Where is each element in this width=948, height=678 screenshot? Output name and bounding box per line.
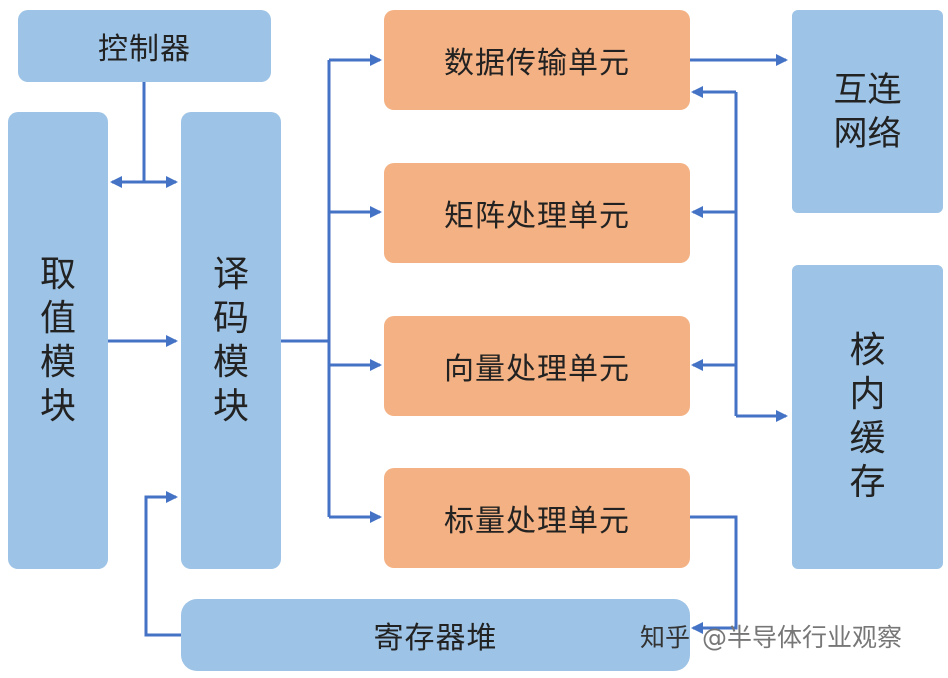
data-transfer-unit-label: 数据传输单元 <box>444 46 630 81</box>
vector-unit-label: 向量处理单元 <box>444 352 630 387</box>
core-cache-label: 核内缓存 <box>849 330 886 503</box>
vector-unit-block: 向量处理单元 <box>384 316 690 416</box>
decode-module-label: 译码模块 <box>212 253 249 427</box>
watermark-author: @半导体行业观察 <box>702 623 903 652</box>
controller-label: 控制器 <box>98 32 191 67</box>
fetch-module-label: 取值模块 <box>39 253 76 427</box>
regfile-to-decode-arrow <box>144 491 182 637</box>
controller-block: 控制器 <box>18 10 271 82</box>
matrix-unit-label: 矩阵处理单元 <box>444 199 630 234</box>
fetch-module-block: 取值模块 <box>8 112 108 569</box>
interconnect-block: 互连网络 <box>792 10 943 213</box>
data-transfer-unit-block: 数据传输单元 <box>384 10 690 110</box>
interconnect-label: 互连网络 <box>833 69 902 154</box>
scalar-to-regfile-arrow <box>690 515 738 634</box>
core-cache-block: 核内缓存 <box>792 265 943 569</box>
decode-module-block: 译码模块 <box>181 112 281 569</box>
scalar-unit-label: 标量处理单元 <box>444 504 630 539</box>
matrix-unit-block: 矩阵处理单元 <box>384 163 690 263</box>
watermark: 知乎 @半导体行业观察 <box>640 618 902 654</box>
watermark-site: 知乎 <box>640 623 691 652</box>
register-file-label: 寄存器堆 <box>373 621 498 656</box>
scalar-unit-block: 标量处理单元 <box>384 468 690 568</box>
register-file-block: 寄存器堆 <box>181 599 690 671</box>
